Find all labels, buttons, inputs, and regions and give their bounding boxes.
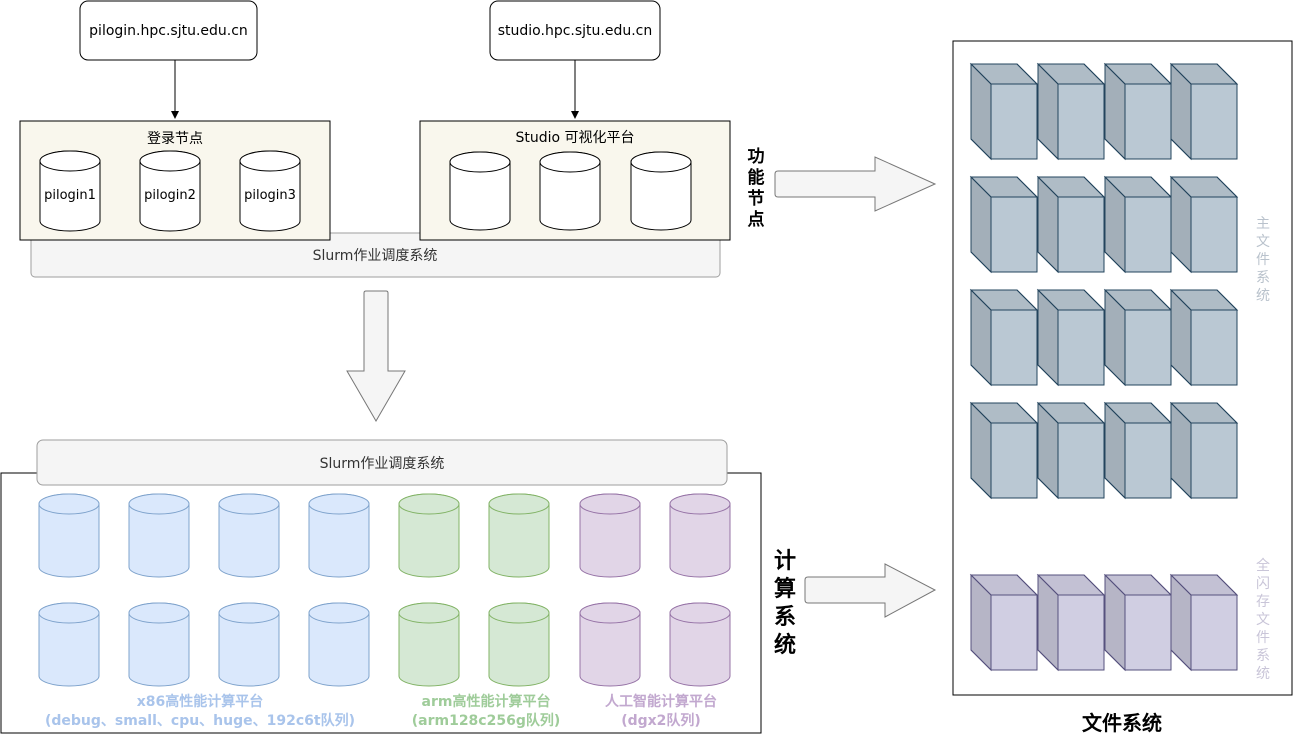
flash-fs-cube	[1103, 573, 1173, 672]
slurm-bottom-bar	[36, 439, 728, 486]
flash-fs-char: 全	[1256, 557, 1270, 574]
main-fs-char: 件	[1256, 252, 1270, 268]
compute-system-char: 统	[774, 632, 796, 658]
x86-compute-node	[128, 493, 190, 578]
function-nodes-char: 节	[748, 188, 765, 209]
main-fs-cube	[969, 401, 1039, 500]
x86-compute-node	[128, 602, 190, 687]
down-flow-arrow	[346, 290, 406, 422]
login-nodes-title: 登录节点	[147, 131, 203, 147]
main-fs-cube	[1169, 401, 1239, 500]
flash-fs-char: 闪	[1256, 576, 1270, 592]
x86-platform-queues: (debug、small、cpu、huge、192c6t队列)	[45, 712, 355, 729]
studio-title: Studio 可视化平台	[515, 130, 634, 146]
login-host-box	[79, 0, 258, 61]
flash-fs-cube	[1036, 573, 1106, 672]
slurm-top-label: Slurm作业调度系统	[313, 248, 438, 264]
x86-compute-node	[308, 493, 370, 578]
x86-compute-node	[38, 602, 100, 687]
x86-compute-node	[218, 602, 280, 687]
node-label: pilogin2	[144, 188, 196, 203]
function-nodes-char: 功	[748, 147, 765, 167]
arm-platform-name: arm高性能计算平台	[422, 693, 551, 710]
main-fs-label: 主 文 件 系 统	[1256, 216, 1270, 304]
arm-compute-node	[398, 493, 460, 578]
login-host-label: pilogin.hpc.sjtu.edu.cn	[89, 23, 248, 39]
main-fs-char: 统	[1256, 288, 1270, 304]
flash-fs-label: 全 闪 存 文 件 系 统	[1256, 557, 1270, 682]
arm-compute-node	[398, 602, 460, 687]
arm-compute-node	[488, 493, 550, 578]
ai-compute-node	[579, 602, 641, 687]
main-fs-cube	[1103, 62, 1173, 161]
flash-fs-cube	[969, 573, 1039, 672]
main-fs-char: 系	[1256, 270, 1270, 286]
login-node-cylinder: pilogin1	[39, 150, 101, 232]
flash-fs-char: 存	[1256, 594, 1270, 610]
main-fs-cube	[969, 175, 1039, 274]
main-fs-cube	[969, 288, 1039, 387]
ai-compute-node	[669, 493, 731, 578]
studio-host-label: studio.hpc.sjtu.edu.cn	[498, 23, 653, 39]
x86-platform-name: x86高性能计算平台	[137, 693, 264, 710]
x86-compute-node	[218, 493, 280, 578]
node-label: pilogin3	[244, 188, 296, 203]
login-node-cylinder: pilogin2	[139, 150, 201, 232]
studio-node-cylinder	[449, 151, 511, 231]
compute-system-label: 计 算 系 统	[774, 549, 796, 658]
file-system-title: 文件系统	[1082, 711, 1162, 735]
main-fs-char: 文	[1256, 234, 1270, 250]
x86-compute-node	[308, 602, 370, 687]
function-nodes-char: 能	[748, 167, 765, 188]
compute-system-char: 算	[774, 576, 796, 602]
node-label: pilogin1	[44, 188, 96, 203]
studio-node-cylinder	[539, 151, 601, 231]
main-fs-cube	[1103, 288, 1173, 387]
compute-system-char: 计	[774, 549, 796, 574]
slurm-top-bar	[30, 232, 721, 278]
function-nodes-label: 功 能 节 点	[748, 147, 765, 230]
arm-platform-queues: (arm128c256g队列)	[412, 712, 561, 729]
ai-compute-node	[669, 602, 731, 687]
arm-compute-node	[488, 602, 550, 687]
main-fs-cube	[1169, 175, 1239, 274]
main-fs-cube	[1103, 401, 1173, 500]
login-node-cylinder: pilogin3	[239, 150, 301, 232]
compute-to-fs-arrow	[804, 563, 937, 618]
function-to-fs-arrow	[774, 156, 937, 212]
main-fs-cube	[1036, 175, 1106, 274]
main-fs-cube	[1036, 401, 1106, 500]
main-fs-char: 主	[1256, 216, 1270, 232]
flash-fs-char: 系	[1256, 648, 1270, 664]
main-fs-cube	[1103, 175, 1173, 274]
main-fs-cube	[1169, 288, 1239, 387]
main-fs-cube	[969, 62, 1039, 161]
flash-fs-char: 统	[1256, 666, 1270, 682]
flash-fs-char: 文	[1256, 612, 1270, 628]
main-fs-cube	[1036, 288, 1106, 387]
main-fs-cube	[1169, 62, 1239, 161]
main-fs-cube	[1036, 62, 1106, 161]
ai-platform-name: 人工智能计算平台	[605, 693, 717, 710]
ai-compute-node	[579, 493, 641, 578]
flash-fs-char: 件	[1256, 630, 1270, 646]
slurm-bottom-label: Slurm作业调度系统	[320, 456, 445, 472]
function-nodes-char: 点	[748, 209, 765, 230]
x86-compute-node	[38, 493, 100, 578]
compute-system-char: 系	[774, 605, 796, 630]
ai-platform-queues: (dgx2队列)	[621, 712, 701, 729]
flash-fs-cube	[1169, 573, 1239, 672]
studio-node-cylinder	[630, 151, 692, 231]
